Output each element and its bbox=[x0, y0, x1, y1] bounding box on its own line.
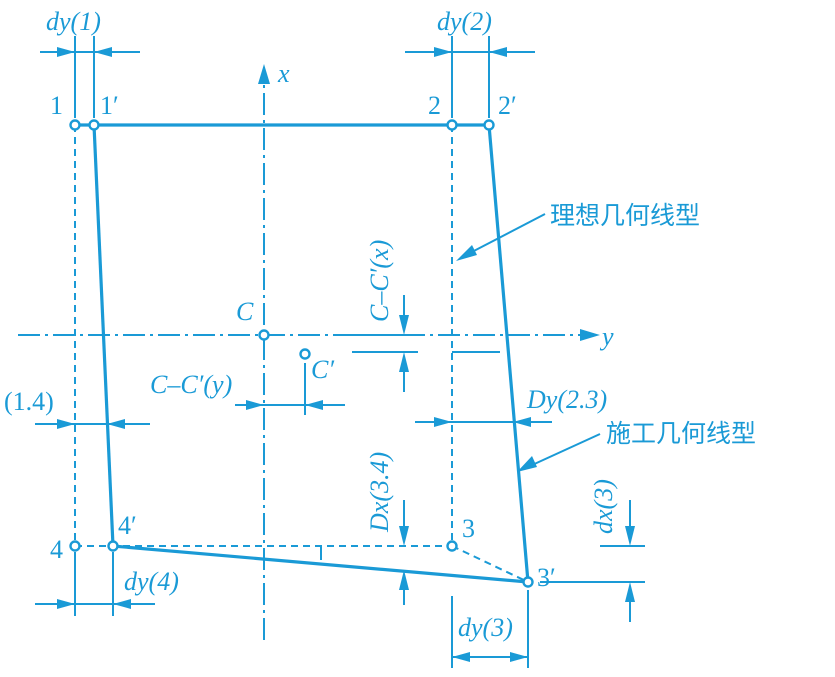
point-3-label: 3 bbox=[462, 514, 475, 543]
dy4-arrow-right-icon bbox=[113, 599, 131, 609]
dy23-arrow-right-icon bbox=[434, 417, 452, 427]
ideal-geometry-label: 理想几何线型 bbox=[550, 201, 700, 230]
dy3-arrow-left-icon bbox=[452, 652, 470, 662]
dy4-arrow-left-icon bbox=[57, 599, 75, 609]
point-4 bbox=[69, 540, 81, 552]
construction-geometry-label: 施工几何线型 bbox=[606, 419, 756, 448]
point-1 bbox=[69, 119, 81, 131]
point-2-prime-label: 2′ bbox=[498, 91, 517, 120]
x-axis-arrow-icon bbox=[258, 64, 270, 84]
dy23-label: Dy(2.3) bbox=[526, 385, 607, 414]
ideal-leader-arrow-icon bbox=[456, 245, 477, 261]
point-4-prime bbox=[107, 540, 119, 552]
point-c bbox=[258, 329, 270, 341]
y-axis-arrow-icon bbox=[580, 329, 600, 341]
point-3 bbox=[446, 540, 458, 552]
c-shift-x-arrow-down-icon bbox=[399, 315, 409, 335]
point-2 bbox=[446, 119, 458, 131]
c-shift-y-arrow-left-icon bbox=[305, 400, 323, 410]
point-4-prime-label: 4′ bbox=[118, 511, 137, 540]
constructed-left-edge bbox=[92, 124, 115, 547]
dx34-label: Dx(3.4) bbox=[365, 452, 394, 533]
c-shift-y-arrow-right-icon bbox=[246, 400, 264, 410]
left-offset-label: (1.4) bbox=[4, 387, 54, 416]
dy2-label: dy(2) bbox=[437, 7, 492, 36]
point-1-prime-label: 1′ bbox=[100, 91, 119, 120]
c-shift-x-label: C–C′(x) bbox=[365, 240, 394, 322]
constructed-bottom-edge bbox=[112, 544, 529, 584]
point-c-prime bbox=[299, 348, 311, 360]
dy1-arrow-right-icon bbox=[94, 47, 112, 57]
axis-x-label: x bbox=[277, 59, 290, 88]
point-1-prime bbox=[88, 119, 100, 131]
left-offset-arrow-right-icon bbox=[107, 419, 125, 429]
left-offset-arrow-left-icon bbox=[57, 419, 75, 429]
dx3-arrow-up-icon bbox=[625, 582, 635, 602]
construction-leader-line bbox=[529, 433, 601, 467]
point-1-label: 1 bbox=[50, 91, 63, 120]
dx3-label: dx(3) bbox=[589, 479, 618, 534]
dy1-arrow-left-icon bbox=[57, 47, 75, 57]
dy2-arrow-right-icon bbox=[489, 47, 507, 57]
point-4-label: 4 bbox=[50, 535, 63, 564]
ideal-leader-line bbox=[467, 213, 546, 255]
constructed-right-edge bbox=[487, 124, 530, 583]
dx3-arrow-down-icon bbox=[625, 526, 635, 546]
dx34-arrow-up-icon bbox=[399, 570, 409, 590]
dy3-label: dy(3) bbox=[458, 613, 513, 642]
center-c-label: C bbox=[236, 297, 254, 326]
construction-leader-arrow-icon bbox=[517, 456, 537, 472]
dy1-label: dy(1) bbox=[46, 7, 101, 36]
point-3-prime-label: 3′ bbox=[537, 563, 556, 592]
point-2-prime bbox=[483, 119, 495, 131]
ideal-to-constructed-3 bbox=[451, 545, 529, 583]
dy4-label: dy(4) bbox=[124, 567, 179, 596]
axis-y-label: y bbox=[599, 322, 614, 351]
point-2-label: 2 bbox=[428, 91, 441, 120]
c-shift-y-label: C–C′(y) bbox=[150, 370, 232, 399]
c-shift-x-arrow-up-icon bbox=[399, 352, 409, 372]
dy23-arrow-left-icon bbox=[513, 417, 531, 427]
dy2-arrow-left-icon bbox=[434, 47, 452, 57]
point-3-prime bbox=[522, 576, 534, 588]
dx34-arrow-down-icon bbox=[399, 526, 409, 546]
center-c-prime-label: C′ bbox=[311, 355, 334, 384]
dy3-arrow-right-icon bbox=[510, 652, 528, 662]
